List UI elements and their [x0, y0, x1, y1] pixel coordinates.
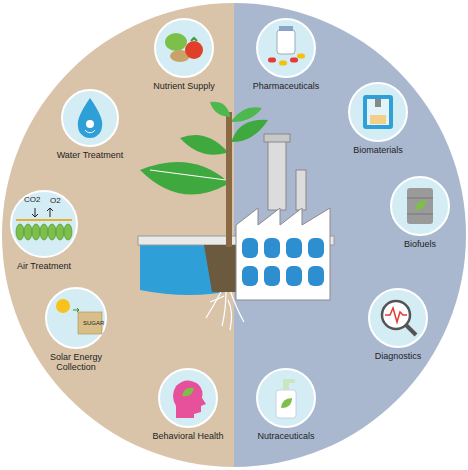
- node-label: Nutrient Supply: [144, 81, 224, 91]
- icon-text: CO2: [24, 196, 40, 204]
- node-label: Nutraceuticals: [248, 431, 324, 441]
- icon-circle: [153, 17, 215, 79]
- icon-circle: [9, 189, 79, 259]
- node-label: Biomaterials: [343, 145, 413, 155]
- node-label: Biofuels: [389, 239, 451, 249]
- factory-building: [236, 208, 330, 300]
- icon-circle: [367, 287, 429, 349]
- icon-circle: [389, 175, 451, 237]
- icon-circle: [255, 17, 317, 79]
- chimney: [296, 170, 306, 210]
- factory-windows: [242, 238, 324, 286]
- node-label: Pharmaceuticals: [246, 81, 326, 91]
- leaf: [140, 162, 226, 195]
- application-node: Pharmaceuticals: [246, 17, 326, 91]
- application-node: Behavioral Health: [146, 367, 230, 441]
- icon-circle: [347, 81, 409, 143]
- right-half: [234, 3, 466, 467]
- left-half: [2, 3, 234, 467]
- application-node: Biomaterials: [343, 81, 413, 155]
- chimney-cap: [264, 134, 290, 142]
- node-label: Solar Energy Collection: [44, 352, 108, 373]
- leaf: [232, 120, 268, 142]
- icon-circle: [44, 286, 108, 350]
- application-node: Solar Energy Collection: [44, 286, 108, 373]
- leaf-vein: [150, 170, 226, 180]
- icon-circle: [60, 88, 120, 148]
- leaf: [232, 107, 262, 122]
- node-label: Behavioral Health: [146, 431, 230, 441]
- icon-text: SUGAR: [83, 320, 104, 326]
- node-label: Air Treatment: [9, 261, 79, 271]
- leaf: [180, 135, 226, 155]
- icon-circle: [157, 367, 219, 429]
- application-node: Water Treatment: [50, 88, 130, 160]
- stem: [226, 112, 232, 247]
- icon-text: O2: [50, 197, 61, 205]
- node-label: Water Treatment: [50, 150, 130, 160]
- leaf: [210, 102, 230, 117]
- application-node: Air Treatment: [9, 189, 79, 271]
- application-node: Nutraceuticals: [248, 367, 324, 441]
- application-node: Biofuels: [389, 175, 451, 249]
- node-label: Diagnostics: [366, 351, 430, 361]
- chimney: [268, 140, 286, 210]
- icon-circle: [255, 367, 317, 429]
- application-node: Diagnostics: [366, 287, 430, 361]
- application-node: Nutrient Supply: [144, 17, 224, 91]
